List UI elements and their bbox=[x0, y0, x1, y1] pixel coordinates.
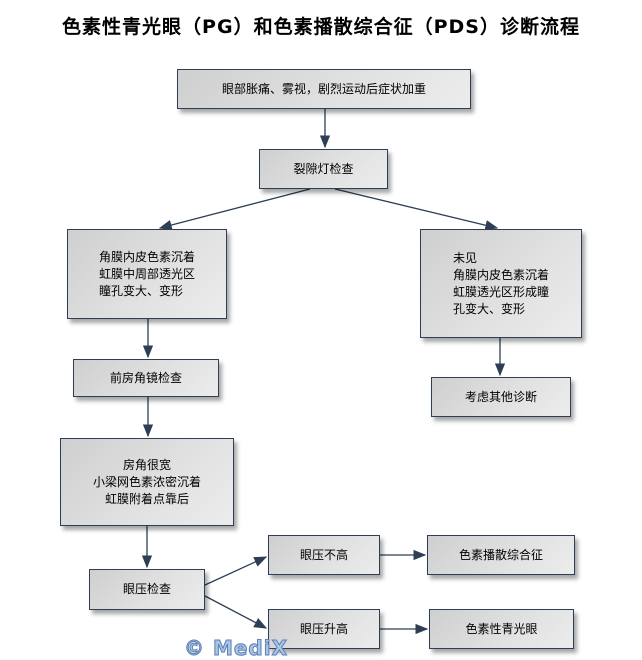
arrow-slit-lamp-to-negative bbox=[334, 188, 499, 231]
node-pds: 色素播散综合征 bbox=[427, 535, 575, 575]
node-symptoms-label: 眼部胀痛、雾视，剧烈运动后症状加重 bbox=[221, 81, 426, 96]
node-findings-negative: 未见 角膜内皮色素沉着 虹膜透光区形成瞳 孔变大、变形 bbox=[420, 229, 582, 338]
node-pg: 色素性青光眼 bbox=[429, 609, 574, 649]
node-findings-positive: 角膜内皮色素沉着 虹膜中周部透光区 瞳孔变大、变形 bbox=[67, 229, 227, 319]
watermark: © MediX bbox=[183, 636, 289, 660]
node-iop-normal: 眼压不高 bbox=[268, 535, 380, 575]
node-gonio-findings: 房角很宽 小梁网色素浓密沉着 虹膜附着点靠后 bbox=[60, 438, 234, 526]
node-iop-exam: 眼压检查 bbox=[89, 569, 205, 610]
node-symptoms: 眼部胀痛、雾视，剧烈运动后症状加重 bbox=[177, 69, 471, 109]
node-other-diagnosis: 考虑其他诊断 bbox=[431, 377, 571, 417]
node-pds-label: 色素播散综合征 bbox=[458, 547, 543, 562]
node-iop-elevated-label: 眼压升高 bbox=[299, 621, 348, 636]
node-slit-lamp-exam: 裂隙灯检查 bbox=[259, 149, 388, 189]
page-title: 色素性青光眼（PG）和色素播散综合征（PDS）诊断流程 bbox=[62, 16, 580, 38]
arrow-iop-to-elevated bbox=[204, 595, 268, 629]
node-gonioscopy: 前房角镜检查 bbox=[73, 359, 219, 397]
node-slit-lamp-label: 裂隙灯检查 bbox=[293, 161, 354, 176]
node-gonioscopy-label: 前房角镜检查 bbox=[109, 370, 182, 385]
node-iop-exam-label: 眼压检查 bbox=[122, 582, 171, 596]
node-gonio-findings-label: 房角很宽 小梁网色素浓密沉着 虹膜附着点靠后 bbox=[92, 457, 201, 506]
node-iop-normal-label: 眼压不高 bbox=[299, 547, 348, 562]
node-findings-negative-label: 未见 角膜内皮色素沉着 虹膜透光区形成瞳 孔变大、变形 bbox=[452, 250, 549, 316]
node-pg-label: 色素性青光眼 bbox=[465, 621, 538, 636]
node-iop-elevated: 眼压升高 bbox=[268, 609, 380, 649]
node-other-diagnosis-label: 考虑其他诊断 bbox=[464, 389, 537, 404]
arrow-iop-to-normal bbox=[204, 556, 268, 586]
node-findings-positive-label: 角膜内皮色素沉着 虹膜中周部透光区 瞳孔变大、变形 bbox=[98, 249, 195, 298]
arrow-slit-lamp-to-positive bbox=[158, 188, 311, 231]
